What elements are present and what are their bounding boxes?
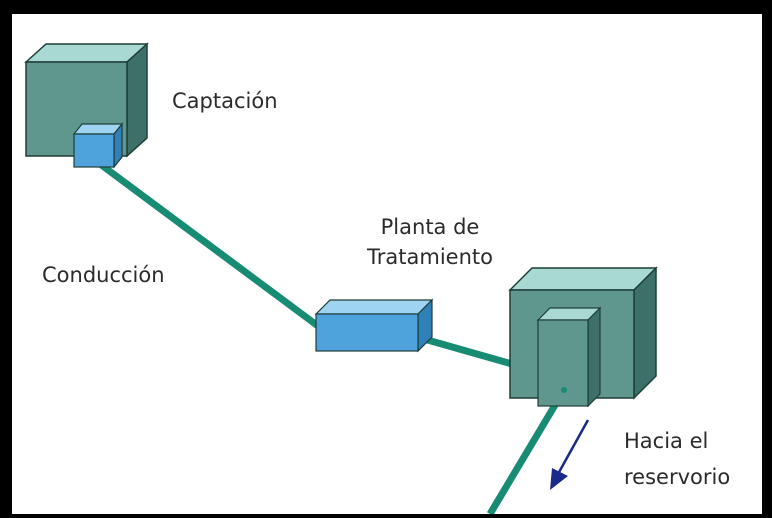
label-planta-line1: Planta de xyxy=(380,215,480,239)
label-planta-line2: Tratamiento xyxy=(367,245,493,269)
reservorio-inner-side xyxy=(587,306,601,408)
reservorio-inner-box xyxy=(536,306,602,408)
captacion-intake-front xyxy=(73,133,115,168)
label-hacia-line1: Hacia el xyxy=(624,429,709,453)
outlet-dot xyxy=(561,387,567,393)
planta-box-front xyxy=(315,313,419,352)
label-conduccion: Conducción xyxy=(42,263,165,287)
reservorio-inner-front xyxy=(537,319,589,407)
flow-arrow-head xyxy=(550,468,568,490)
flow-arrow-shaft xyxy=(556,419,590,475)
planta-tratamiento-box xyxy=(314,298,434,353)
captacion-intake-box xyxy=(72,122,124,169)
pipes xyxy=(97,161,568,514)
pipe-to-reservorio xyxy=(486,388,568,514)
label-planta-tratamiento: Planta de Tratamiento xyxy=(345,212,515,272)
label-hacia-line2: reservorio xyxy=(624,465,731,489)
label-hacia-reservorio: Hacia el reservorio xyxy=(624,426,730,492)
water-system-diagram xyxy=(24,42,658,514)
flow-arrow-icon xyxy=(550,419,590,490)
captacion-tank-top xyxy=(24,43,149,63)
pipe-planta-to-reservorio-tank xyxy=(423,335,513,368)
reservorio-tank-side xyxy=(633,266,657,400)
captacion-tank-side xyxy=(126,42,148,158)
reservorio-tank-top xyxy=(508,267,658,291)
pipe-captacion-to-planta xyxy=(97,161,321,329)
label-captacion: Captación xyxy=(172,89,278,113)
planta-box-top xyxy=(314,299,434,315)
